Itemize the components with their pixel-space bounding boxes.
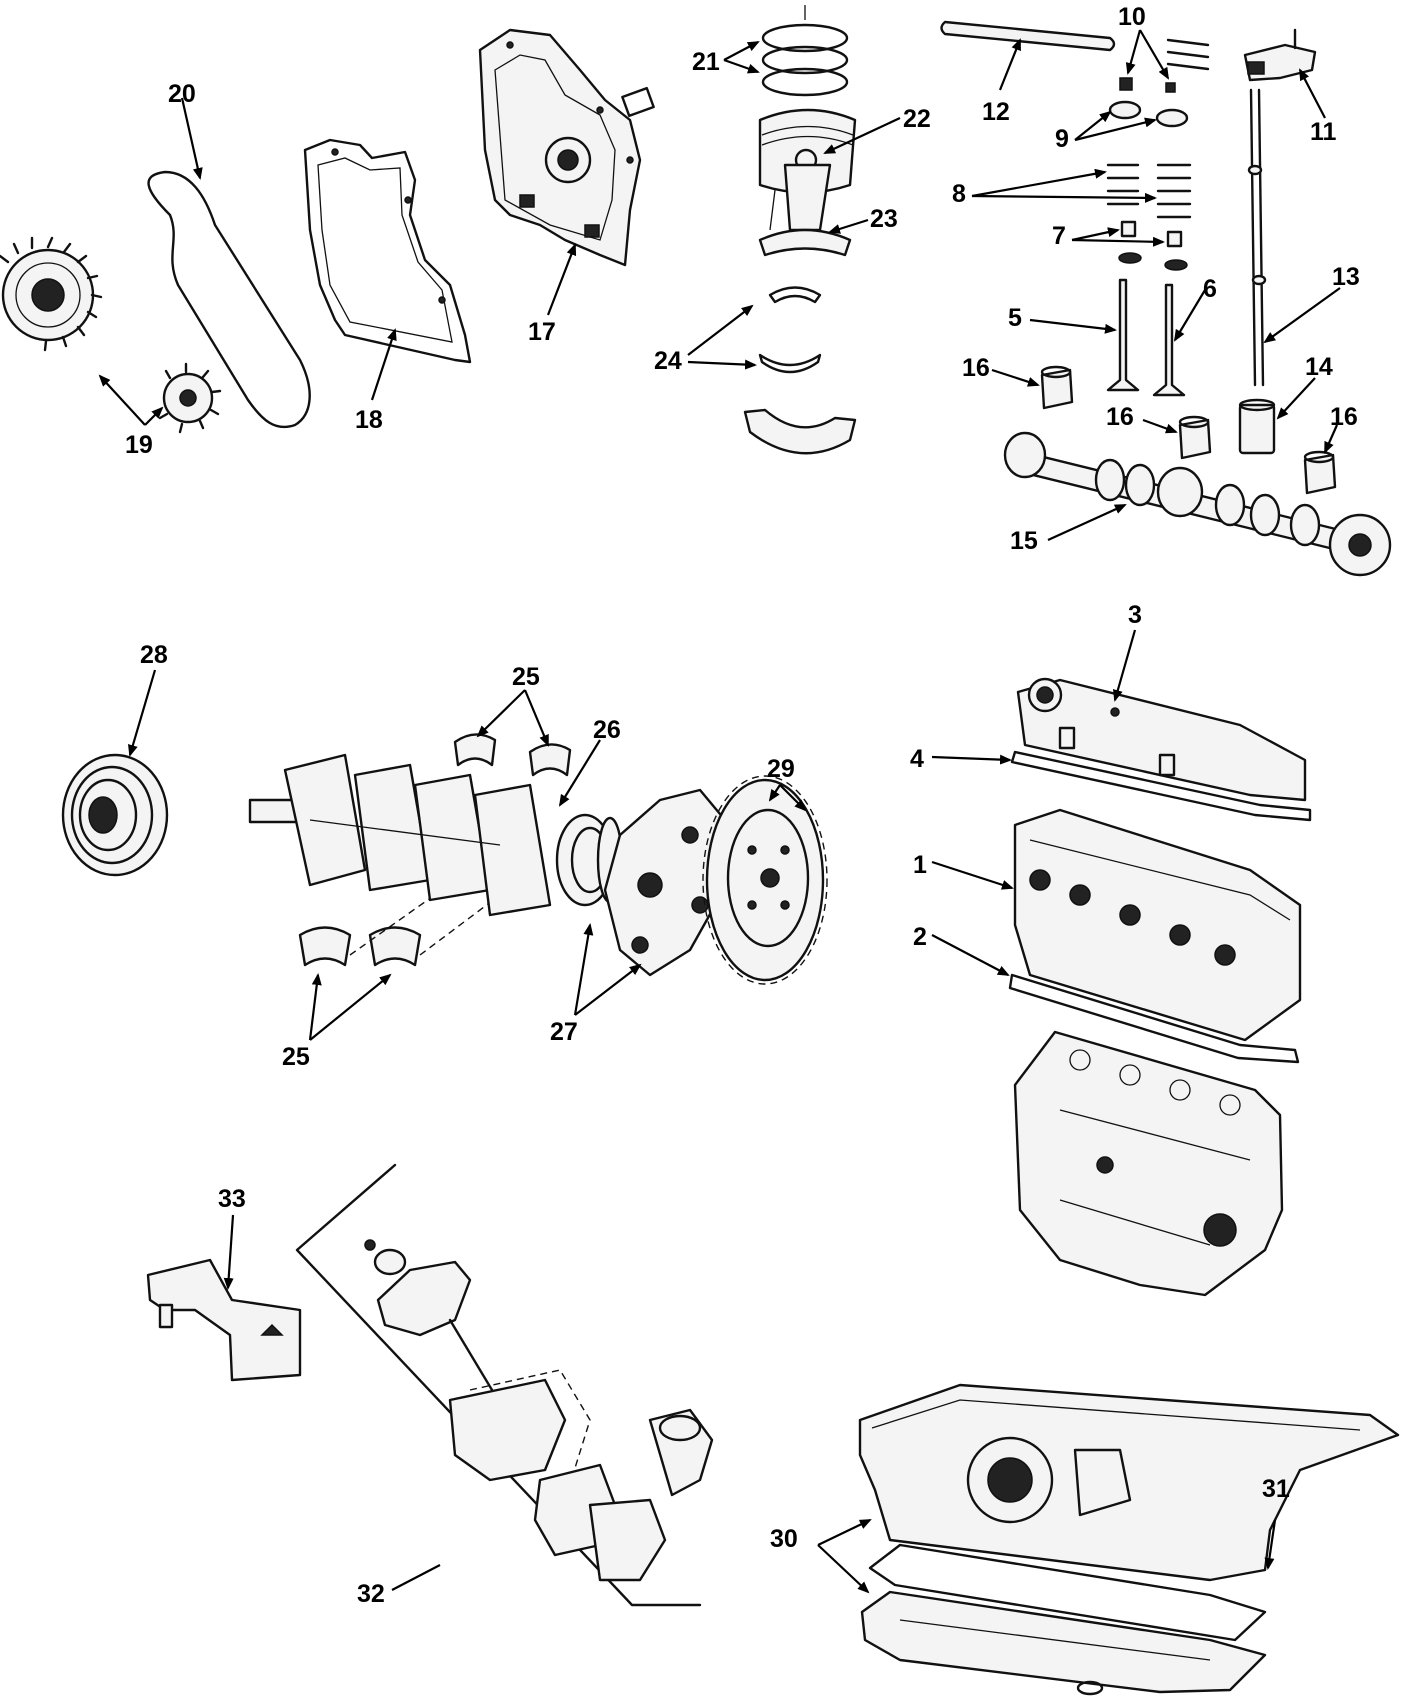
crank-sprocket <box>158 362 222 434</box>
callout-6: 6 <box>1203 275 1217 303</box>
callout-29: 29 <box>767 755 795 783</box>
oil-pan <box>860 1590 1267 1696</box>
crankshaft <box>248 753 615 917</box>
timing-cover-gasket <box>303 138 472 364</box>
rocker-spring <box>1166 38 1210 71</box>
camshaft <box>1003 431 1392 577</box>
callout-1: 1 <box>913 851 927 879</box>
callout-19: 19 <box>125 431 153 459</box>
main-bearings-upper <box>453 733 572 777</box>
callout-32: 32 <box>357 1580 385 1608</box>
callout-16b: 16 <box>1106 403 1134 431</box>
callout-24: 24 <box>654 347 682 375</box>
callout-4: 4 <box>910 745 924 773</box>
callout-28: 28 <box>140 641 168 669</box>
valve-stem-seals <box>1118 220 1188 271</box>
flywheel <box>702 775 828 985</box>
piston-rings <box>761 5 849 97</box>
cam-bearing-middle <box>1178 415 1212 460</box>
callout-16c: 16 <box>1330 403 1358 431</box>
pushrod-tube <box>940 20 1116 52</box>
oil-pan-gasket <box>868 1543 1267 1642</box>
intake-valve <box>1106 278 1140 392</box>
head-gasket <box>1008 973 1300 1064</box>
engine-block <box>1013 1030 1284 1297</box>
callout-26: 26 <box>593 716 621 744</box>
rod-bearings <box>758 286 822 374</box>
rear-seal-housing <box>603 788 727 977</box>
callout-23: 23 <box>870 205 898 233</box>
callout-30: 30 <box>770 1525 798 1553</box>
callout-20: 20 <box>168 80 196 108</box>
cam-bearing-right <box>1303 450 1337 495</box>
valve-cover-gasket <box>1010 750 1312 822</box>
valve-springs <box>1106 163 1192 219</box>
callout-10: 10 <box>1118 3 1146 31</box>
callout-16a: 16 <box>962 354 990 382</box>
callout-21: 21 <box>692 48 720 76</box>
oil-pan-upper <box>858 1383 1400 1582</box>
callout-31: 31 <box>1262 1475 1290 1503</box>
timing-cover <box>478 28 655 267</box>
callout-14: 14 <box>1305 353 1333 381</box>
valve-cover <box>1016 677 1307 802</box>
callout-2: 2 <box>913 923 927 951</box>
callout-9: 9 <box>1055 125 1069 153</box>
cam-bearing-left <box>1040 365 1074 410</box>
callout-13: 13 <box>1332 263 1360 291</box>
rocker-arm <box>1243 28 1317 82</box>
oil-pump-assembly <box>295 1163 714 1607</box>
callout-12: 12 <box>982 98 1010 126</box>
callout-27: 27 <box>550 1018 578 1046</box>
callout-labels: 1 2 3 4 5 6 7 8 9 10 11 12 13 14 15 16 1… <box>125 3 1360 1608</box>
pushrod <box>1247 88 1267 387</box>
callout-3: 3 <box>1128 601 1142 629</box>
oil-pickup-tube <box>146 1258 302 1382</box>
callout-17: 17 <box>528 318 556 346</box>
callout-33: 33 <box>218 1185 246 1213</box>
rod-cap <box>743 408 857 455</box>
crankshaft-pulley <box>61 753 169 877</box>
cam-sprocket <box>0 236 103 352</box>
callout-8: 8 <box>952 180 966 208</box>
leader-lines <box>98 29 1341 1594</box>
valve-lifter <box>1238 398 1276 455</box>
callout-7: 7 <box>1052 222 1066 250</box>
callout-5: 5 <box>1008 304 1022 332</box>
exhaust-valve <box>1152 283 1186 397</box>
piston-and-connecting-rod <box>758 108 857 257</box>
callout-25a: 25 <box>512 663 540 691</box>
valve-keepers <box>1119 77 1176 93</box>
callout-22: 22 <box>903 105 931 133</box>
callout-18: 18 <box>355 406 383 434</box>
callout-25b: 25 <box>282 1043 310 1071</box>
cylinder-head <box>1013 808 1302 1042</box>
valve-spring-retainers <box>1108 100 1189 128</box>
callout-15: 15 <box>1010 527 1038 555</box>
callout-11: 11 <box>1310 118 1337 146</box>
timing-chain <box>147 170 311 429</box>
main-bearings-lower <box>298 869 521 967</box>
